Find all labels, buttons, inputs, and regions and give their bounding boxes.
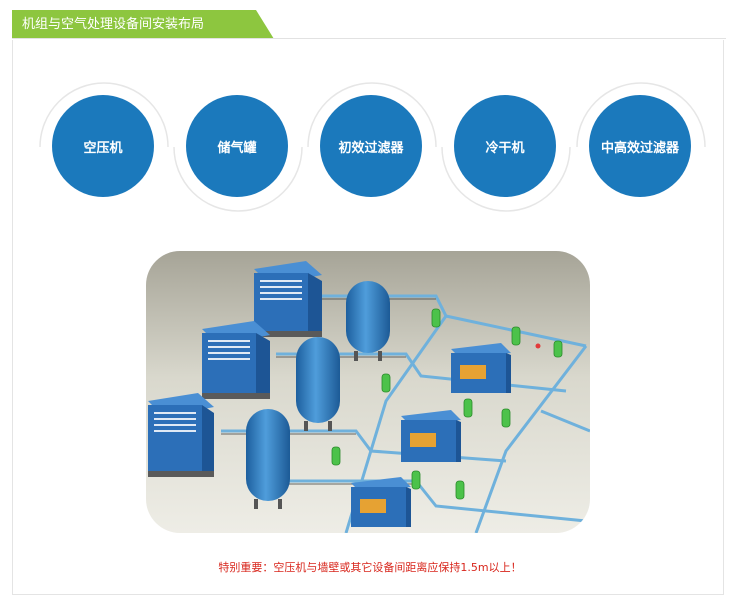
- step-primary-filter: 初效过滤器: [304, 79, 440, 215]
- installation-layout-image: [146, 251, 590, 533]
- section-title-tab: 机组与空气处理设备间安装布局: [12, 10, 274, 39]
- tank-1: [346, 281, 390, 361]
- step-ring: [39, 82, 169, 148]
- step-circle: 储气罐: [186, 95, 288, 197]
- compressor-middle: [202, 321, 270, 399]
- dryer-1: [451, 343, 511, 393]
- step-label: 空压机: [83, 140, 123, 156]
- step-refrigerated-dryer: 冷干机: [438, 79, 574, 215]
- step-air-tank: 储气罐: [170, 79, 306, 215]
- compressor-top: [254, 261, 322, 337]
- notice-text: 特别重要：空压机与墙壁或其它设备间距离应保持1.5m以上！: [218, 561, 522, 574]
- step-label: 储气罐: [217, 140, 257, 156]
- step-circle: 冷干机: [454, 95, 556, 197]
- dryer-2: [401, 410, 461, 462]
- step-circle: 初效过滤器: [320, 95, 422, 197]
- step-circle: 空压机: [52, 95, 154, 197]
- step-label: 初效过滤器: [338, 140, 404, 156]
- step-circle: 中高效过滤器: [589, 95, 691, 197]
- section-title: 机组与空气处理设备间安装布局: [22, 17, 205, 32]
- tank-3: [246, 409, 290, 509]
- step-ring: [441, 146, 571, 212]
- step-label: 中高效过滤器: [600, 140, 679, 156]
- title-underline: [12, 38, 726, 39]
- step-high-efficiency-filter: 中高效过滤器: [573, 79, 709, 215]
- dryer-3: [351, 477, 411, 527]
- step-air-compressor: 空压机: [36, 79, 172, 215]
- step-ring: [307, 82, 437, 148]
- step-label: 冷干机: [485, 140, 525, 156]
- compressor-bottom: [148, 393, 214, 477]
- step-ring: [576, 82, 706, 148]
- equipment-room-illustration: [146, 251, 590, 533]
- tank-2: [296, 337, 340, 431]
- step-ring: [173, 146, 303, 212]
